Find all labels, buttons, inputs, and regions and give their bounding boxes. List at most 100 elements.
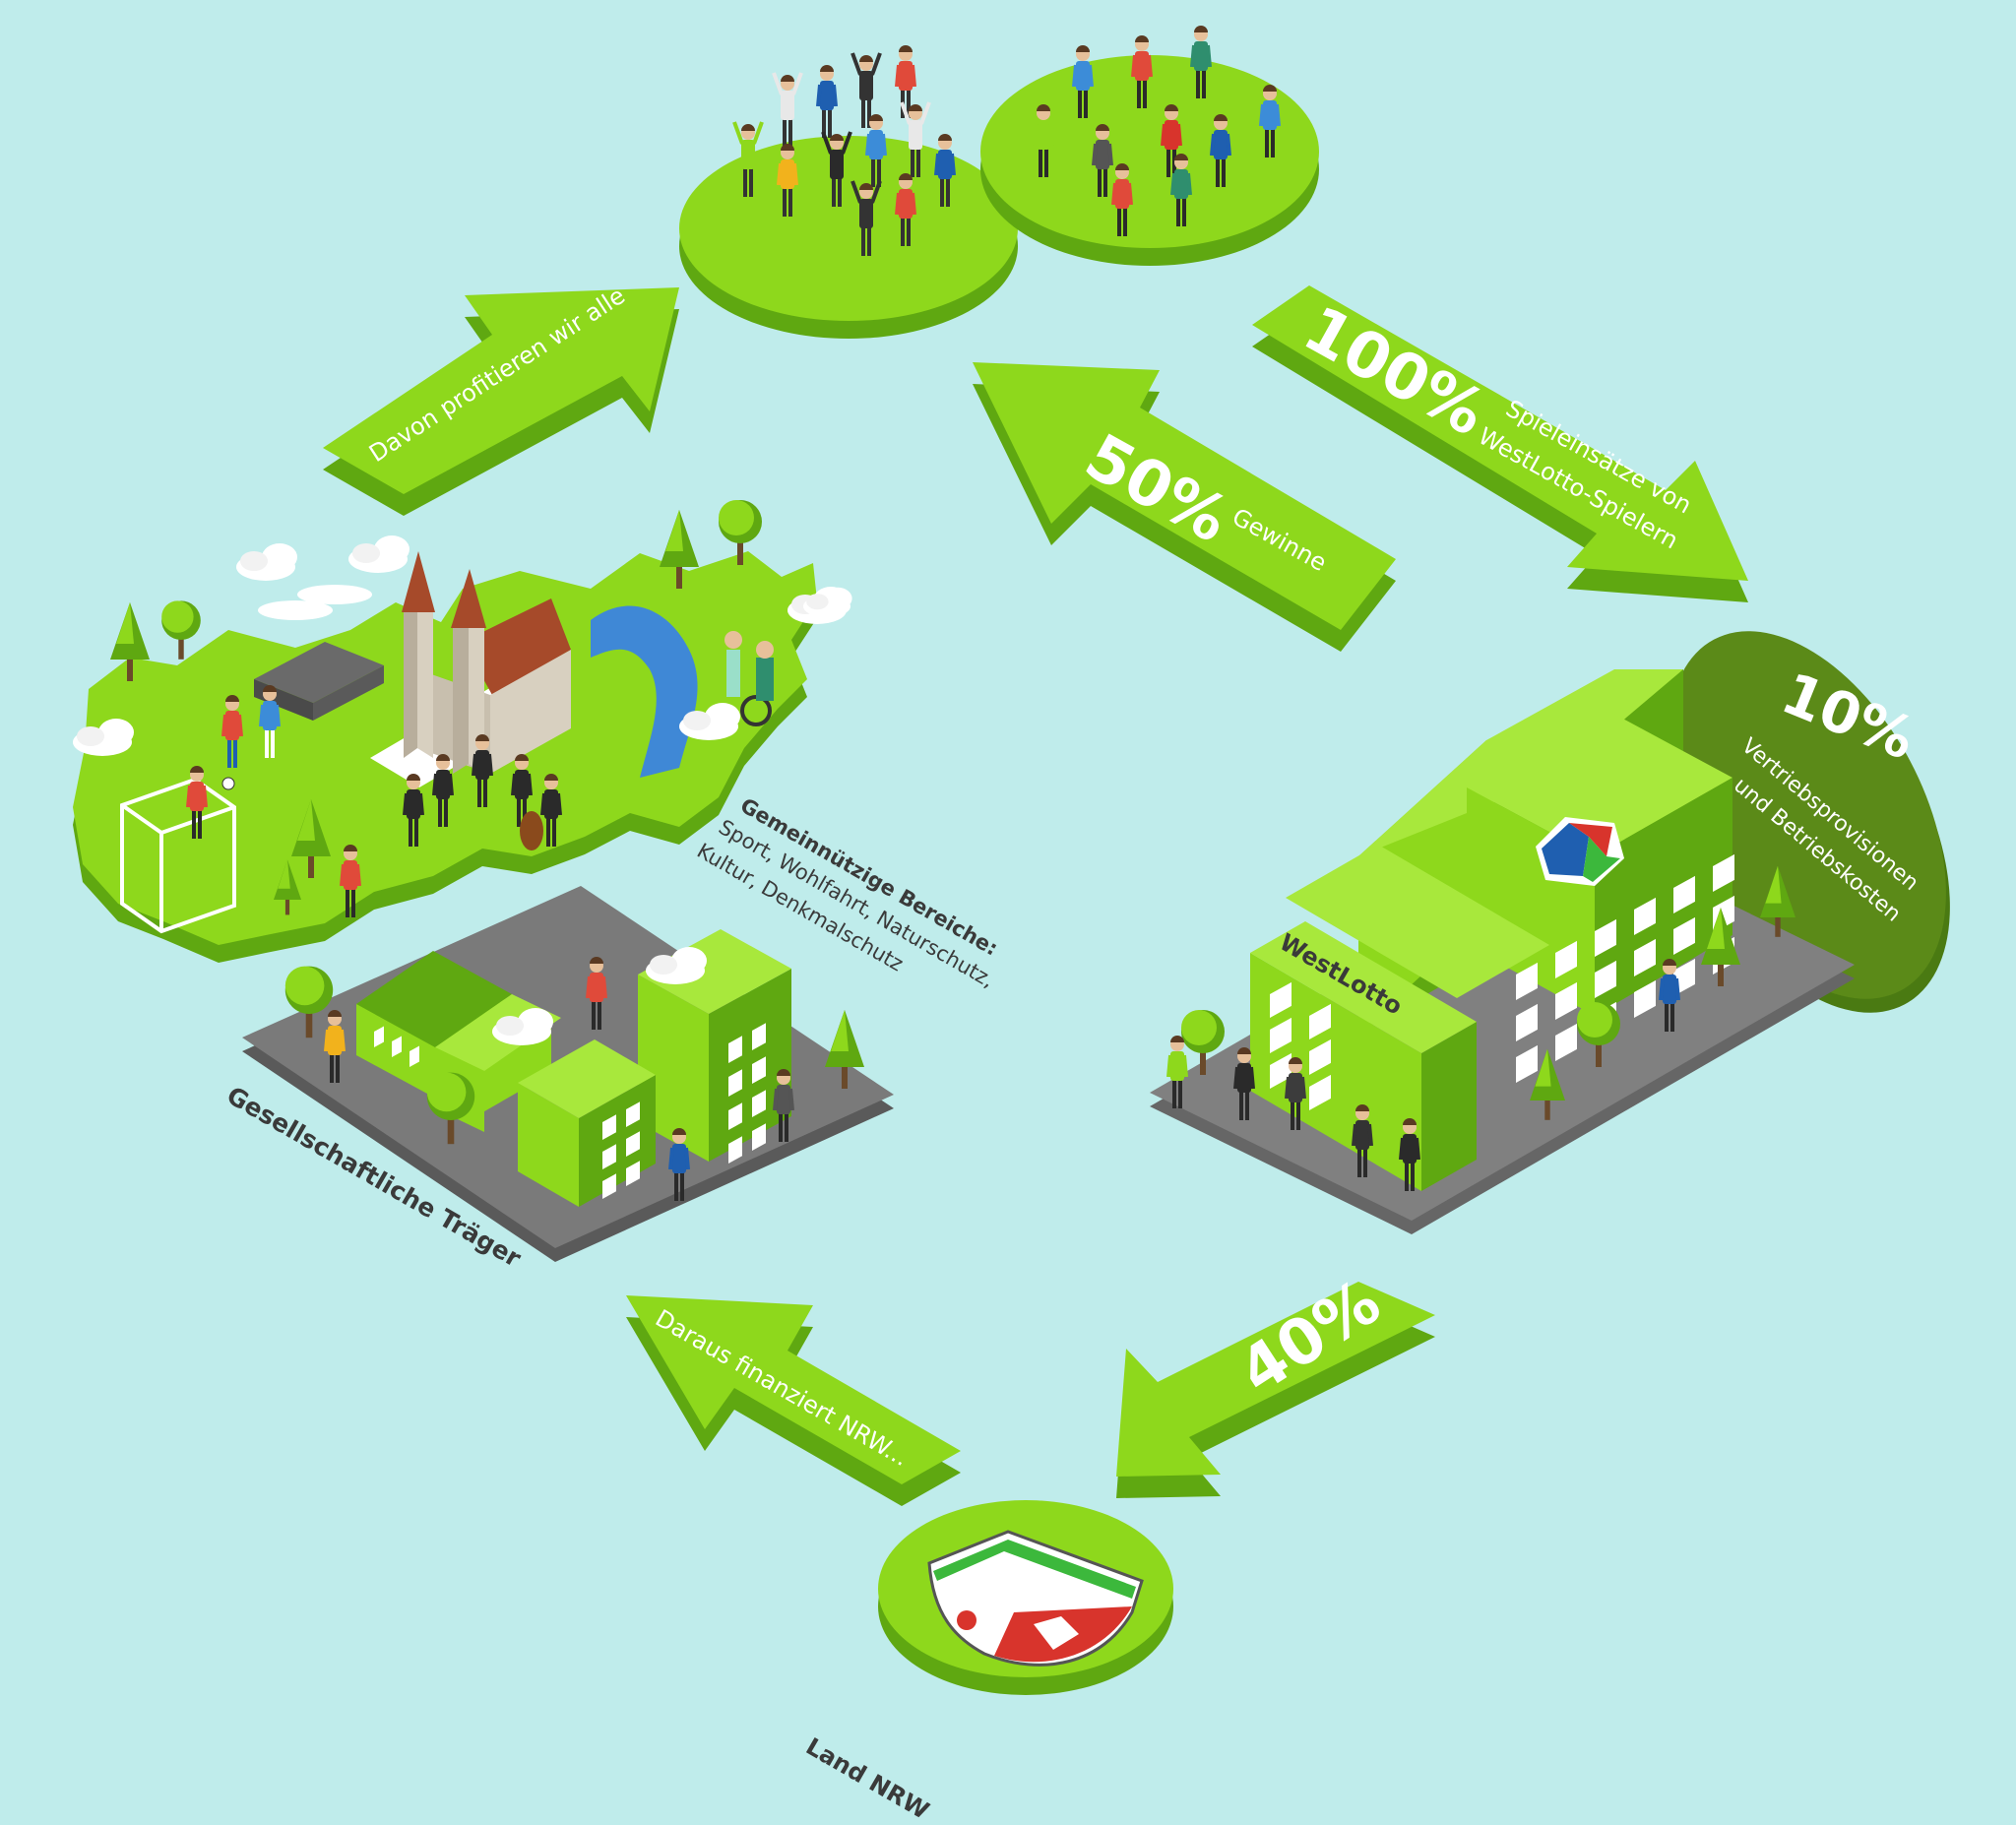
pedestrian-figure xyxy=(668,1128,690,1201)
tree-icon xyxy=(161,600,201,660)
tree-icon xyxy=(660,510,699,589)
player-figure xyxy=(1210,114,1231,187)
pedestrian-figure xyxy=(1659,959,1680,1032)
player-figure xyxy=(1131,35,1153,108)
window xyxy=(1634,938,1656,976)
pedestrian-figure xyxy=(1166,1036,1188,1108)
window xyxy=(410,1045,419,1067)
window xyxy=(1673,875,1695,913)
player-figure xyxy=(1259,85,1281,157)
orchestra-icon xyxy=(403,734,562,850)
player-figure xyxy=(1072,45,1094,118)
window xyxy=(1309,1074,1331,1110)
soccer-players-icon xyxy=(186,685,281,839)
cloud-icon xyxy=(73,535,852,1045)
player-figure xyxy=(1170,154,1192,226)
cello xyxy=(520,811,543,850)
pedestrian-figure xyxy=(1352,1104,1373,1177)
tree-icon xyxy=(274,859,301,915)
winner-figure xyxy=(777,144,798,217)
church-icon xyxy=(370,551,571,787)
cloud-icon xyxy=(646,947,707,984)
winner-figure xyxy=(934,134,956,207)
window xyxy=(752,1056,766,1084)
window xyxy=(728,1069,742,1097)
window xyxy=(1595,918,1616,957)
tree-icon xyxy=(1760,865,1796,937)
pedestrian-figure xyxy=(324,1010,346,1083)
tree-icon xyxy=(825,1010,864,1089)
player-figure xyxy=(1111,163,1133,236)
pedestrian-figure xyxy=(773,1069,794,1142)
window xyxy=(1634,979,1656,1018)
window xyxy=(1270,981,1292,1018)
window xyxy=(602,1144,616,1169)
tree-icon xyxy=(1701,908,1740,986)
cloud-icon xyxy=(236,543,297,581)
window xyxy=(1270,1017,1292,1053)
pedestrian-figure xyxy=(1233,1047,1255,1120)
musician-figure xyxy=(472,734,493,807)
tree-icon xyxy=(110,602,150,681)
musician-figure xyxy=(432,754,454,827)
window xyxy=(1270,1052,1292,1089)
window xyxy=(1516,1044,1538,1083)
traeger-block xyxy=(242,886,894,1262)
tree-icon xyxy=(284,966,334,1038)
player-figure xyxy=(1092,124,1113,197)
westlotto-logo-icon xyxy=(1536,817,1624,886)
window xyxy=(626,1101,640,1127)
musician-figure xyxy=(403,774,424,847)
winner-figure xyxy=(895,173,916,246)
window xyxy=(1673,916,1695,955)
cloud-icon xyxy=(679,703,740,740)
window xyxy=(1555,940,1577,978)
window xyxy=(752,1123,766,1151)
tree-icon xyxy=(1530,1048,1565,1120)
window xyxy=(1309,1003,1331,1039)
window xyxy=(752,1023,766,1050)
winner-figure xyxy=(732,121,764,197)
player-figure xyxy=(1161,104,1182,177)
window xyxy=(728,1102,742,1130)
tree-icon xyxy=(291,799,331,878)
window xyxy=(1309,1038,1331,1075)
nrw-coat-of-arms-icon xyxy=(927,1530,1144,1667)
pedestrian-figure xyxy=(1285,1057,1306,1130)
arrow-profit: Davon profitieren wir alle xyxy=(323,282,679,516)
wheelchair-icon xyxy=(724,631,774,726)
window xyxy=(1555,1023,1577,1061)
window xyxy=(626,1131,640,1157)
tree-icon xyxy=(1181,1010,1225,1075)
player-figure xyxy=(1190,26,1212,98)
window xyxy=(1516,962,1538,1000)
window xyxy=(728,1136,742,1164)
arrow-state-share: 40% xyxy=(1116,1266,1435,1498)
players-platform xyxy=(980,55,1319,266)
winner-figure xyxy=(821,131,852,207)
winner-figure xyxy=(865,114,887,187)
player-figure xyxy=(1033,104,1054,177)
winner-figure xyxy=(850,180,882,256)
window xyxy=(602,1173,616,1199)
winner-figure xyxy=(850,52,882,128)
window xyxy=(1634,897,1656,935)
window xyxy=(1555,981,1577,1020)
tree-icon xyxy=(719,500,762,565)
arrow-winnings: 50% Gewinne xyxy=(973,362,1396,652)
pedestrian-figure xyxy=(586,957,607,1030)
westlotto-windows xyxy=(1270,853,1734,1110)
people-icon xyxy=(324,845,1680,1201)
window xyxy=(1713,853,1734,892)
goalkeeper-figure xyxy=(186,766,208,839)
arrow-funding: Daraus finanziert NRW... xyxy=(626,1295,961,1506)
tree-icon xyxy=(110,500,1796,1145)
window xyxy=(1595,960,1616,998)
winner-figure xyxy=(816,65,838,138)
pedestrian-figure xyxy=(1399,1118,1420,1191)
soccer-player-figure xyxy=(221,695,243,768)
traeger-windows xyxy=(374,1023,766,1199)
tree-icon xyxy=(426,1072,475,1145)
